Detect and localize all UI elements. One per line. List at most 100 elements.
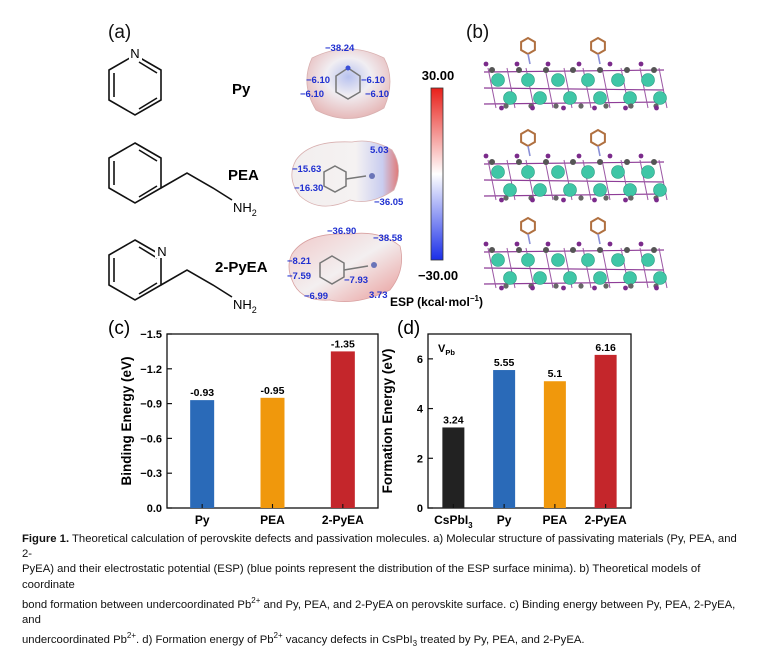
pb-atom <box>516 247 522 253</box>
pb-atom <box>624 247 630 253</box>
cs-atom <box>581 73 595 87</box>
i-atom <box>561 285 566 291</box>
cs-atom <box>503 271 517 285</box>
pb-atom <box>624 159 630 165</box>
i-atom <box>530 197 535 203</box>
pb-atom <box>489 159 495 165</box>
pb-atom <box>651 67 657 73</box>
bar-value-label: 6.16 <box>595 342 616 354</box>
pb-atom <box>578 195 584 201</box>
esp-value: −36.90 <box>327 226 356 237</box>
i-atom <box>623 105 628 111</box>
cs-atom <box>623 91 637 105</box>
bar <box>442 427 465 508</box>
adsorbed-molecule <box>520 36 536 65</box>
annotation-vpb: VPb <box>438 343 455 357</box>
slab-model <box>483 128 668 203</box>
bar-value-label: 5.1 <box>548 368 563 380</box>
y-tick-label: −1.2 <box>140 364 162 376</box>
pyea-structure <box>108 239 233 301</box>
esp-value: 3.73 <box>369 290 388 301</box>
pb-atom <box>516 159 522 165</box>
pb-atom <box>597 159 603 165</box>
i-atom <box>654 197 659 203</box>
i-atom <box>638 61 644 67</box>
cs-atom <box>503 91 517 105</box>
x-tick-label: 2-PyEA <box>322 513 364 527</box>
pb-atom <box>570 159 576 165</box>
esp-surface-pea <box>291 140 399 207</box>
cs-atom <box>653 271 667 285</box>
panel-label-d: (d) <box>397 318 420 339</box>
y-tick-label: 0 <box>417 503 423 515</box>
adsorbed-molecule <box>590 128 606 157</box>
panel-label-b: (b) <box>466 22 490 43</box>
pb-atom <box>553 103 559 109</box>
colorbar-title: ESP (kcal·mol−1) <box>390 294 483 309</box>
cs-atom <box>563 271 577 285</box>
cs-atom <box>521 253 535 267</box>
y-tick-label: 6 <box>417 354 423 366</box>
cs-atom <box>653 91 667 105</box>
i-atom <box>607 241 613 247</box>
x-tick-label: 2-PyEA <box>585 513 627 527</box>
perovskite-slab-models <box>483 36 668 291</box>
bar <box>330 351 355 508</box>
y-tick-label: 0.0 <box>147 503 162 515</box>
i-atom <box>499 197 504 203</box>
x-tick-label: Py <box>497 513 512 527</box>
esp-value: 5.03 <box>370 145 389 156</box>
esp-value: −8.21 <box>287 256 312 267</box>
cs-atom <box>491 165 505 179</box>
cs-atom <box>641 253 655 267</box>
pb-atom <box>516 67 522 73</box>
pb-atom <box>578 283 584 289</box>
cs-atom <box>491 73 505 87</box>
esp-value: −16.30 <box>294 183 323 194</box>
x-tick-label: PEA <box>260 513 285 527</box>
i-atom <box>483 61 489 67</box>
cs-atom <box>563 183 577 197</box>
pb-atom <box>603 283 609 289</box>
i-atom <box>592 105 597 111</box>
y-tick-label: −0.3 <box>140 468 162 480</box>
esp-value: −6.10 <box>300 89 324 100</box>
cs-atom <box>641 165 655 179</box>
cs-atom <box>581 253 595 267</box>
i-atom <box>530 105 535 111</box>
i-atom <box>654 285 659 291</box>
i-atom <box>514 61 520 67</box>
y-tick-label: 4 <box>417 404 424 416</box>
pb-atom <box>628 283 634 289</box>
cs-atom <box>551 253 565 267</box>
cs-atom <box>593 183 607 197</box>
bar <box>594 354 617 508</box>
esp-value: −38.24 <box>325 43 355 54</box>
bar <box>543 381 566 508</box>
bar-value-label: -0.93 <box>190 387 214 399</box>
i-atom <box>499 105 504 111</box>
esp-surface-py <box>306 48 391 119</box>
panel-label-a: (a) <box>108 22 132 43</box>
i-atom <box>561 105 566 111</box>
i-atom <box>623 285 628 291</box>
esp-surface-pyea <box>288 232 403 303</box>
i-atom <box>483 153 489 159</box>
pyea-nh2: NH2 <box>233 297 257 315</box>
x-tick-label: CsPbI3 <box>434 513 473 530</box>
pb-atom <box>503 195 509 201</box>
cs-atom <box>611 253 625 267</box>
cs-atom <box>533 271 547 285</box>
esp-value: −6.99 <box>304 291 328 302</box>
i-atom <box>607 61 613 67</box>
bar <box>260 397 285 508</box>
y-tick-label: 2 <box>417 453 423 465</box>
py-name: Py <box>232 81 251 98</box>
pb-atom <box>553 195 559 201</box>
pb-atom <box>628 103 634 109</box>
pb-atom <box>624 67 630 73</box>
i-atom <box>545 241 551 247</box>
esp-value: −6.10 <box>306 75 330 86</box>
